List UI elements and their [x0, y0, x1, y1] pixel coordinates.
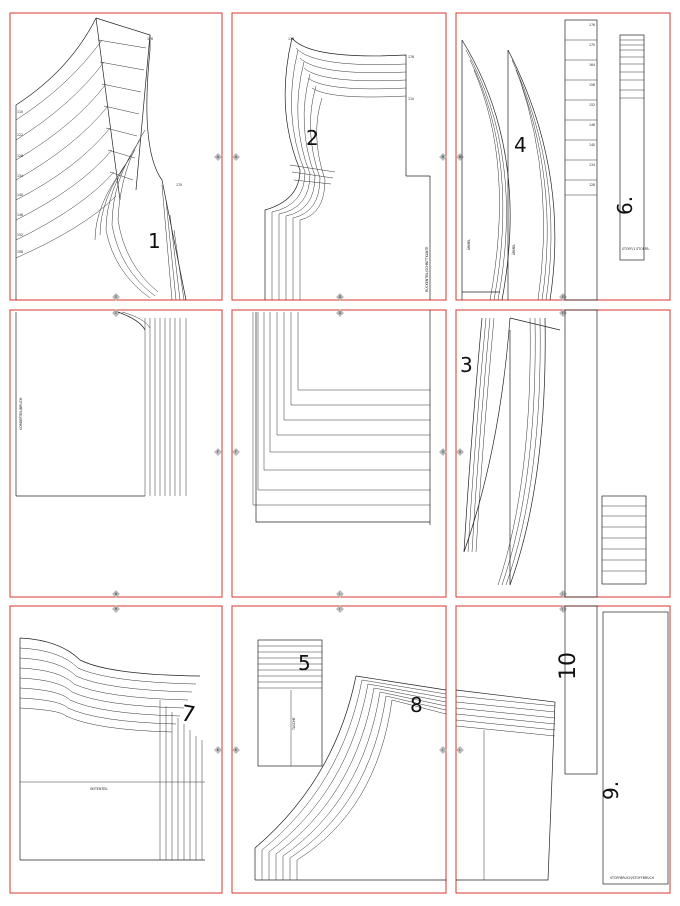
piece-2-back: 2 RÜCKENTEIL/SCHNITTKANTE 176 110 176	[264, 37, 431, 300]
size-label: 146	[17, 213, 23, 217]
sleeve-a-label: ÄRMEL	[466, 239, 471, 250]
marker-k: K	[217, 748, 220, 752]
piece-10-strip-mid	[564, 309, 647, 598]
pocket-label: TASCHE	[292, 717, 296, 731]
size-label: 170	[589, 43, 595, 47]
size-label: 110	[17, 110, 23, 114]
size-label: 146	[589, 123, 595, 127]
marker-h: H	[115, 592, 118, 596]
cut-lines	[10, 13, 670, 893]
size-label: 140	[589, 143, 595, 147]
marker-d2: D	[339, 311, 342, 315]
size-label: 170	[176, 183, 182, 187]
piece-1-lower: VORDERTEIL/BRUCH	[15, 311, 187, 497]
tile-2-3	[455, 309, 671, 598]
tile-frames	[9, 12, 671, 894]
marker-e: E	[562, 295, 564, 299]
piece-number-3: 3	[460, 353, 473, 377]
size-label: 128	[589, 183, 595, 187]
size-label: 110	[408, 97, 414, 101]
piece-2-lower	[252, 310, 431, 525]
marker-f: F	[217, 450, 219, 454]
piece-3-sleeve: 3	[460, 317, 561, 586]
size-label: 134	[17, 174, 23, 178]
marker-b2: B	[459, 155, 461, 159]
piece-number-9: 9.	[599, 781, 623, 800]
marker-b: B	[442, 155, 444, 159]
marker-l: L	[442, 748, 444, 752]
piece-number-2: 2	[306, 126, 319, 150]
marker-k2: K	[235, 748, 238, 752]
size-label: 152	[17, 233, 23, 237]
piece-number-1: 1	[148, 229, 161, 253]
marker-c2: C	[115, 311, 118, 315]
facing-label: STOFFBRUCH/STOFFBRUCH	[610, 876, 655, 880]
piece-8-sleeve: 8	[254, 675, 447, 881]
join-markers: A A B B C C D D E E F F G G H H I I J J …	[112, 153, 567, 754]
piece-9-facing: 9. STOFFBRUCH/STOFFBRUCH	[455, 611, 669, 885]
marker-g2: G	[459, 450, 462, 454]
side-label: SEITENTEIL	[90, 787, 108, 791]
marker-i2: I	[339, 607, 340, 611]
piece-4-sleeve: 4 ÄRMEL ÄRMEL	[461, 39, 556, 301]
tile-1-3	[455, 12, 671, 301]
piece-7-side: SEITENTEIL 7	[19, 637, 205, 861]
piece-10-strip: 10	[556, 605, 598, 775]
piece-number-6: 6.	[613, 196, 637, 215]
tile-3-2	[231, 605, 447, 894]
marker-f2: F	[235, 450, 237, 454]
size-label: 164	[589, 63, 595, 67]
marker-i: I	[339, 592, 340, 596]
marker-a2: A	[235, 155, 238, 159]
size-label: 158	[589, 83, 595, 87]
marker-e2: E	[562, 311, 564, 315]
marker-d: D	[339, 295, 342, 299]
piece-5-pocket: 5 TASCHE	[257, 639, 323, 767]
size-label: 176	[147, 37, 153, 41]
piece-6-collar: 6. STOFF/1 STOFFB.	[613, 34, 650, 261]
front-fold-label: VORDERTEIL/BRUCH	[19, 397, 23, 430]
size-label: 134	[589, 163, 595, 167]
tile-1-1	[9, 12, 223, 301]
size-label: 122	[17, 133, 23, 137]
collar-label: STOFF/1 STOFFB.	[622, 247, 650, 251]
size-label: 158	[17, 250, 23, 254]
piece-number-8: 8	[410, 693, 423, 717]
piece-number-5: 5	[298, 651, 311, 675]
sleeve-b-label: ÄRMEL	[511, 244, 516, 255]
marker-c: C	[115, 295, 118, 299]
marker-l2: L	[459, 748, 461, 752]
tile-2-1	[9, 309, 223, 598]
piece-10-strip-top: 176 170 164 158 152 146 140 134 128	[564, 19, 598, 301]
piece-number-4: 4	[514, 133, 527, 157]
size-label: 152	[589, 103, 595, 107]
size-label: 176	[288, 37, 294, 41]
tile-3-3	[455, 605, 671, 894]
marker-h2: H	[115, 607, 118, 611]
marker-j2: J	[561, 607, 563, 611]
size-label: 176	[408, 55, 414, 59]
size-label: 140	[17, 193, 23, 197]
back-cut-label: RÜCKENTEIL/SCHNITTKANTE	[424, 247, 429, 292]
marker-j: J	[561, 592, 563, 596]
piece-number-10: 10	[556, 652, 581, 680]
piece-1-shoulder: 1 110 122 128 134 140 146 152 158 176 17…	[15, 17, 187, 301]
size-label: 128	[17, 154, 23, 158]
piece-number-7: 7	[179, 701, 197, 728]
marker-g: G	[442, 450, 445, 454]
marker-a: A	[217, 155, 220, 159]
size-label: 176	[589, 23, 595, 27]
